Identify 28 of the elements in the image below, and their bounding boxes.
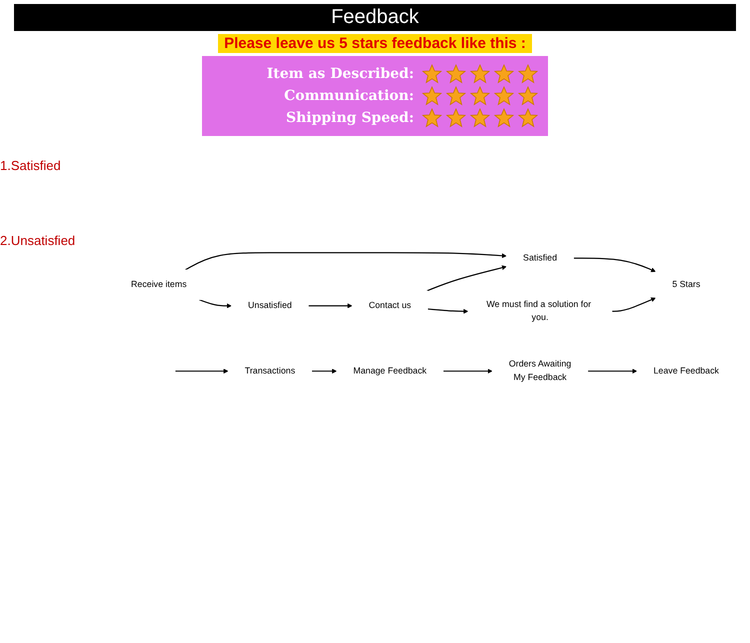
node-text: Receive items: [131, 280, 187, 290]
node-text: Contact us: [368, 300, 412, 310]
arrow: [588, 368, 638, 374]
arrow: [199, 299, 232, 308]
arrow: [612, 297, 656, 312]
arrow: [428, 308, 468, 314]
node-text: Unsatisfied: [248, 300, 292, 310]
instruction-banner: Please leave us 5 stars feedback like this :: [218, 34, 532, 53]
arrow: [308, 303, 352, 308]
arrow: [574, 258, 656, 272]
node-text: Transactions: [244, 366, 296, 376]
arrow: [312, 368, 337, 374]
section-heading: 2.Unsatisfied: [0, 233, 76, 248]
section-heading: 1.Satisfied: [0, 158, 62, 173]
title-banner: Feedback: [14, 4, 736, 31]
node-text: Satisfied: [523, 253, 558, 263]
arrow: [175, 368, 228, 374]
node-text: Orders Awaiting My Feedback: [508, 360, 572, 382]
node-text: Leave Feedback: [653, 366, 719, 376]
arrow: [426, 265, 507, 292]
arrow: [185, 252, 507, 270]
rating-label: Item as Described:: [266, 66, 414, 82]
node-text: We must find a solution for you.: [486, 300, 592, 322]
node-text: 5 Stars: [672, 280, 700, 290]
arrow: [443, 368, 492, 374]
rating-label: Shipping Speed:: [286, 110, 414, 126]
rating-label: Communication:: [284, 88, 414, 104]
node-text: Manage Feedback: [353, 366, 427, 376]
